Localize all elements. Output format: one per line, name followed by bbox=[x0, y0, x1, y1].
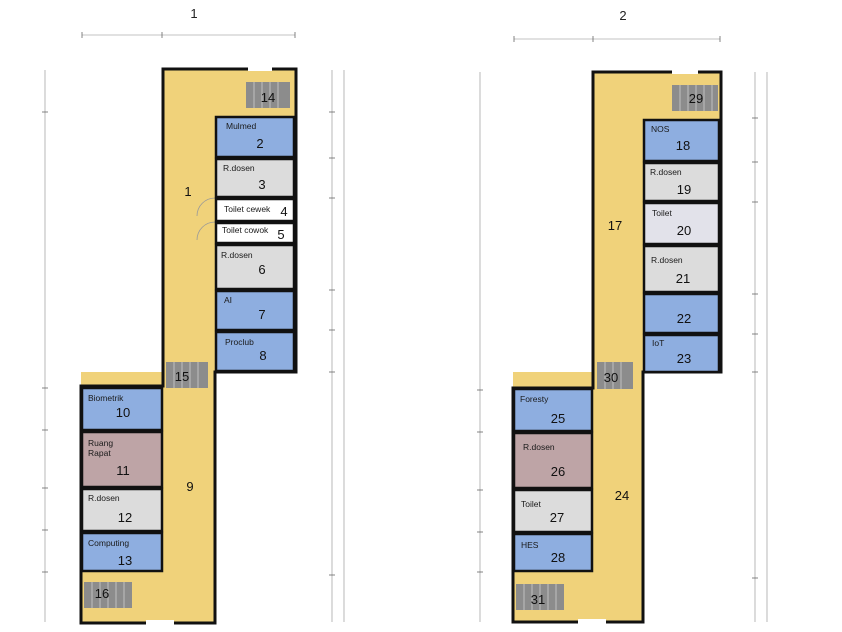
room-22[interactable]: 22 bbox=[642, 292, 721, 335]
stairs-31[interactable]: 31 bbox=[516, 584, 564, 610]
room-2[interactable]: Mulmed 2 bbox=[214, 115, 296, 159]
room-6-name: R.dosen bbox=[221, 250, 253, 260]
room-21-number: 21 bbox=[676, 271, 690, 286]
floor-1-door-arc-5 bbox=[196, 221, 216, 241]
room-3[interactable]: R.dosen 3 bbox=[214, 157, 296, 199]
room-27[interactable]: Toilet 27 bbox=[512, 488, 594, 534]
floor-2-title: 2 bbox=[619, 8, 626, 23]
stairs-30-number: 30 bbox=[604, 370, 618, 385]
room-25-name: Foresty bbox=[520, 394, 549, 404]
stairs-14-number: 14 bbox=[261, 90, 275, 105]
floor-1-door-arc-4 bbox=[196, 197, 216, 217]
stairs-16-number: 16 bbox=[95, 586, 109, 601]
room-3-number: 3 bbox=[258, 177, 265, 192]
room-19[interactable]: R.dosen 19 bbox=[642, 161, 721, 203]
room-4[interactable]: Toilet cewek 4 bbox=[214, 197, 296, 223]
room-8-number: 8 bbox=[259, 348, 266, 363]
room-5-name: Toilet cowok bbox=[222, 225, 269, 235]
room-11-name-line1: Ruang bbox=[88, 438, 113, 448]
room-12-name: R.dosen bbox=[88, 493, 120, 503]
room-28-name: HES bbox=[521, 540, 539, 550]
room-11-number: 11 bbox=[116, 463, 130, 478]
floor-1-window-top bbox=[248, 66, 272, 71]
stairs-31-number: 31 bbox=[531, 592, 545, 607]
corridor-1-number: 1 bbox=[184, 184, 191, 199]
floor-1-window-bottom bbox=[146, 620, 174, 625]
room-18-number: 18 bbox=[676, 138, 690, 153]
stairs-15-number: 15 bbox=[175, 369, 189, 384]
room-4-name: Toilet cewek bbox=[224, 204, 271, 214]
stairs-14[interactable]: 14 bbox=[246, 82, 290, 108]
room-23-name: IoT bbox=[652, 338, 664, 348]
room-5[interactable]: Toilet cowok 5 bbox=[214, 221, 296, 245]
room-10[interactable]: Biometrik 10 bbox=[80, 386, 164, 432]
room-3-name: R.dosen bbox=[223, 163, 255, 173]
room-27-number: 27 bbox=[550, 510, 564, 525]
floor-2-window-top bbox=[672, 69, 698, 74]
room-10-number: 10 bbox=[116, 405, 130, 420]
floor-1: 1 bbox=[42, 6, 345, 625]
room-28-number: 28 bbox=[551, 550, 565, 565]
stairs-29[interactable]: 29 bbox=[672, 85, 718, 111]
room-4-number: 4 bbox=[280, 204, 287, 219]
room-20-number: 20 bbox=[677, 223, 691, 238]
floor-2-window-bottom bbox=[578, 619, 606, 624]
corridor-17-number: 17 bbox=[608, 218, 622, 233]
room-11-name-line2: Rapat bbox=[88, 448, 111, 458]
room-5-number: 5 bbox=[277, 227, 284, 242]
corridor-24-number: 24 bbox=[615, 488, 629, 503]
room-2-number: 2 bbox=[256, 136, 263, 151]
room-25[interactable]: Foresty 25 bbox=[512, 387, 594, 433]
room-26[interactable]: R.dosen 26 bbox=[512, 431, 594, 490]
room-13[interactable]: Computing 13 bbox=[80, 531, 164, 573]
room-2-name: Mulmed bbox=[226, 121, 257, 131]
room-23[interactable]: IoT 23 bbox=[642, 333, 721, 374]
room-13-name: Computing bbox=[88, 538, 129, 548]
floor-1-outer-wall bbox=[79, 67, 298, 625]
room-8-name: Proclub bbox=[225, 337, 254, 347]
room-12-number: 12 bbox=[118, 510, 132, 525]
room-6-number: 6 bbox=[258, 262, 265, 277]
room-22-number: 22 bbox=[677, 311, 691, 326]
room-13-number: 13 bbox=[118, 553, 132, 568]
room-20[interactable]: Toilet 20 bbox=[642, 201, 721, 246]
stairs-15[interactable]: 15 bbox=[166, 362, 208, 388]
room-26-number: 26 bbox=[551, 464, 565, 479]
floor-2-dimensions bbox=[477, 36, 768, 622]
room-18-name: NOS bbox=[651, 124, 670, 134]
room-18[interactable]: NOS 18 bbox=[642, 118, 721, 163]
room-12[interactable]: R.dosen 12 bbox=[80, 487, 164, 533]
room-11[interactable]: Ruang Rapat 11 bbox=[80, 430, 164, 489]
room-27-name: Toilet bbox=[521, 499, 541, 509]
room-28[interactable]: HES 28 bbox=[512, 532, 594, 573]
stairs-29-number: 29 bbox=[689, 91, 703, 106]
floor-1-dimensions bbox=[42, 32, 345, 622]
room-21-name: R.dosen bbox=[651, 255, 683, 265]
room-7[interactable]: AI 7 bbox=[214, 289, 296, 332]
room-25-number: 25 bbox=[551, 411, 565, 426]
room-23-number: 23 bbox=[677, 351, 691, 366]
room-19-number: 19 bbox=[677, 182, 691, 197]
room-26-name: R.dosen bbox=[523, 442, 555, 452]
room-6[interactable]: R.dosen 6 bbox=[214, 243, 296, 291]
room-10-name: Biometrik bbox=[88, 393, 124, 403]
floor-2: 2 NOS bbox=[477, 8, 768, 624]
floor-1-title: 1 bbox=[190, 6, 197, 21]
corridor-9-number: 9 bbox=[186, 479, 193, 494]
room-21[interactable]: R.dosen 21 bbox=[642, 244, 721, 294]
room-20-name: Toilet bbox=[652, 208, 672, 218]
room-7-number: 7 bbox=[258, 307, 265, 322]
room-7-name: AI bbox=[224, 295, 232, 305]
stairs-30[interactable]: 30 bbox=[597, 362, 633, 389]
room-8[interactable]: Proclub 8 bbox=[214, 330, 296, 373]
room-19-name: R.dosen bbox=[650, 167, 682, 177]
stairs-16[interactable]: 16 bbox=[84, 582, 132, 608]
